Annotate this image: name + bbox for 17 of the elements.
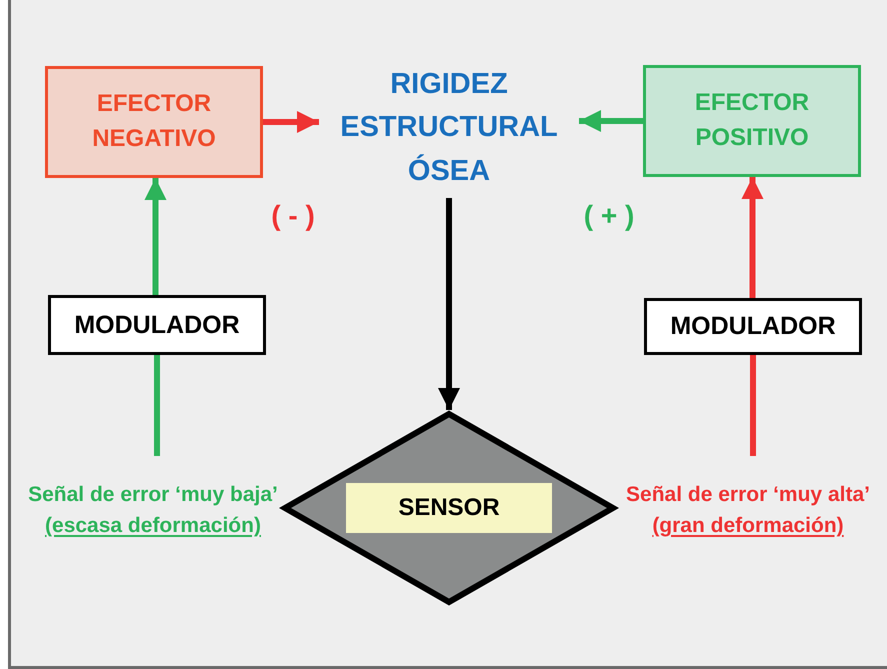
signal-text: (gran deformación) <box>652 513 844 539</box>
arrow <box>144 178 166 295</box>
title-text: RIGIDEZ ESTRUCTURAL ÓSEA <box>339 66 559 189</box>
arrow <box>263 111 319 133</box>
effector-box: EFECTOR POSITIVO <box>643 65 861 177</box>
effector-box: EFECTOR NEGATIVO <box>45 66 263 178</box>
sensor-label: SENSOR <box>346 483 552 533</box>
modulator-box: MODULADOR <box>48 295 266 355</box>
arrow <box>438 198 460 410</box>
signal-text: (escasa deformación) <box>45 513 261 539</box>
signal-text: Señal de error ‘muy baja’ <box>28 482 278 508</box>
signal-text: Señal de error ‘muy alta’ <box>626 482 870 508</box>
arrow <box>742 177 764 298</box>
sign-label: ( - ) <box>270 200 316 232</box>
sign-label: ( + ) <box>582 200 636 232</box>
modulator-box: MODULADOR <box>644 298 862 355</box>
arrow <box>579 110 643 132</box>
